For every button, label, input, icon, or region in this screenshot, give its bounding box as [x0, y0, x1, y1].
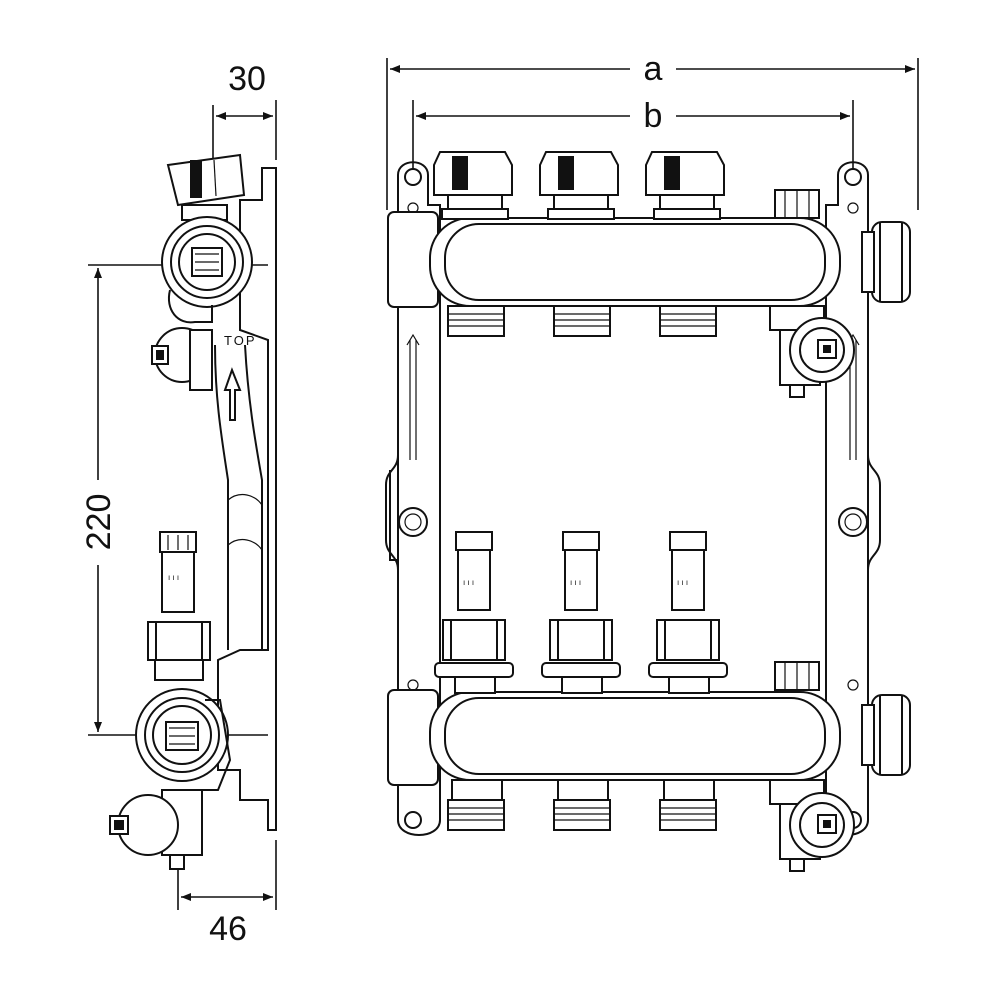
side-bottom-vent-valve	[109, 789, 203, 870]
flow-meter-2-scale: ı ı ı	[570, 578, 581, 587]
dimension-46: 46	[177, 840, 277, 948]
left-bracket	[385, 161, 441, 836]
dimension-46-label: 46	[209, 910, 247, 948]
dimension-a: a	[386, 50, 919, 210]
top-valve-cap-3	[645, 151, 725, 220]
bottom-manifold-bar	[387, 689, 911, 786]
bottom-outlet-thread-2	[553, 779, 611, 831]
top-valve-cap-1	[433, 151, 513, 220]
flow-meter-1-scale: ı ı ı	[463, 578, 474, 587]
dimension-220-label: 220	[80, 494, 118, 551]
top-outlet-thread-3	[659, 305, 717, 337]
side-bottom-coupling	[135, 688, 232, 791]
top-vent-connector	[769, 189, 855, 398]
dimension-30: 30	[212, 60, 277, 180]
dimension-220: 220	[80, 264, 268, 736]
top-manifold-bar	[387, 211, 911, 308]
flow-meter-3-scale: ı ı ı	[677, 578, 688, 587]
side-flow-meter: ı ı ı	[147, 531, 211, 681]
dimension-30-label: 30	[228, 60, 266, 98]
top-outlet-thread-2	[553, 305, 611, 337]
flow-meter-1: ı ı ı	[434, 531, 514, 694]
front-view: a b	[385, 50, 919, 872]
dimension-b: b	[412, 97, 854, 170]
top-direction-marking: TOP	[223, 333, 257, 421]
flow-meter-2: ı ı ı	[541, 531, 621, 694]
bottom-vent-connector	[769, 661, 855, 872]
side-bracket-plate	[214, 167, 277, 831]
top-valve-cap-2	[539, 151, 619, 220]
bottom-outlet-thread-3	[659, 779, 717, 831]
top-outlet-thread-1	[447, 305, 505, 337]
dimension-a-label: a	[644, 50, 663, 88]
side-view: 30 220 46	[80, 60, 277, 948]
flow-meter-3: ı ı ı	[648, 531, 728, 694]
bottom-outlet-thread-1	[447, 779, 505, 831]
side-flow-meter-scale: ı ı ı	[168, 573, 179, 582]
top-label: TOP	[224, 333, 257, 348]
side-top-valve-handle	[166, 153, 246, 221]
dimension-b-label: b	[644, 97, 663, 135]
side-top-vent-valve	[151, 327, 213, 391]
side-top-coupling	[161, 216, 253, 324]
